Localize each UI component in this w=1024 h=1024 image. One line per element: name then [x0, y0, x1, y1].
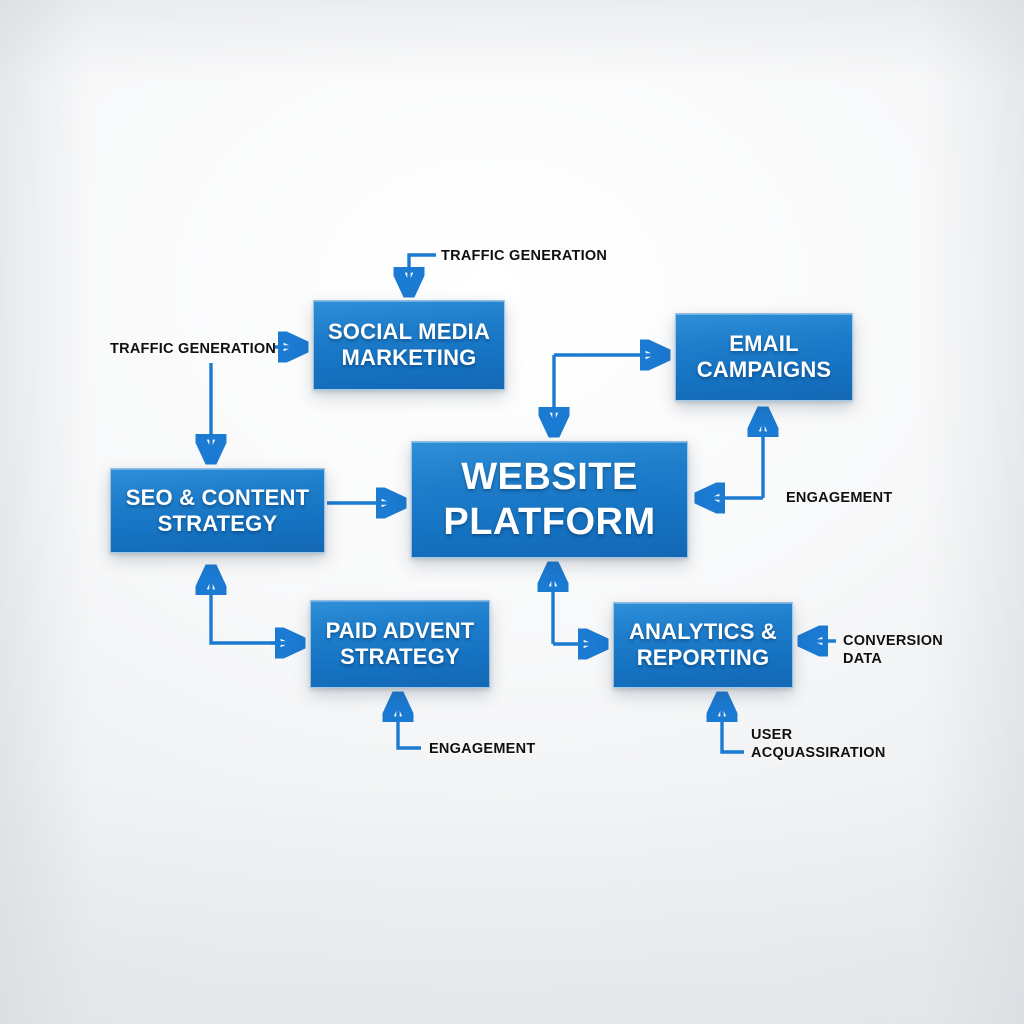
edge-label-conversion-data: CONVERSION DATA: [843, 633, 943, 668]
edge-label-engagement-bottom: ENGAGEMENT: [429, 741, 536, 757]
node-paid-advent-strategy-label: PAID ADVENT STRATEGY: [325, 618, 475, 669]
edge-label-traffic-generation-left: TRAFFIC GENERATION: [110, 341, 277, 357]
edge-label-traffic-generation-top: TRAFFIC GENERATION: [441, 248, 608, 264]
edge-traffic-top-to-social: [409, 253, 436, 292]
node-seo-content-strategy-label: SEO & CONTENT STRATEGY: [125, 484, 310, 536]
edge-label-user-acquisition: USER ACQUASSIRATION: [751, 727, 886, 762]
node-website-platform-label: WEBSITE PLATFORM: [443, 455, 656, 543]
node-social-media-marketing[interactable]: SOCIAL MEDIA MARKETING: [313, 300, 505, 390]
edge-useracq-to-analytics: [722, 697, 744, 754]
node-paid-advent-strategy[interactable]: PAID ADVENT STRATEGY: [310, 600, 490, 688]
node-seo-content-strategy[interactable]: SEO & CONTENT STRATEGY: [110, 468, 325, 553]
node-analytics-reporting-label: ANALYTICS & REPORTING: [628, 619, 778, 670]
edge-label-engagement-right: ENGAGEMENT: [786, 490, 893, 506]
node-email-campaigns-label: EMAIL CAMPAIGNS: [696, 331, 832, 382]
node-analytics-reporting[interactable]: ANALYTICS & REPORTING: [613, 602, 793, 688]
node-website-platform[interactable]: WEBSITE PLATFORM: [411, 441, 688, 558]
node-email-campaigns[interactable]: EMAIL CAMPAIGNS: [675, 313, 853, 401]
node-social-media-marketing-label: SOCIAL MEDIA MARKETING: [327, 319, 491, 370]
edge-paid-to-seo: [211, 570, 300, 645]
edge-engagement-to-paid: [398, 697, 421, 750]
